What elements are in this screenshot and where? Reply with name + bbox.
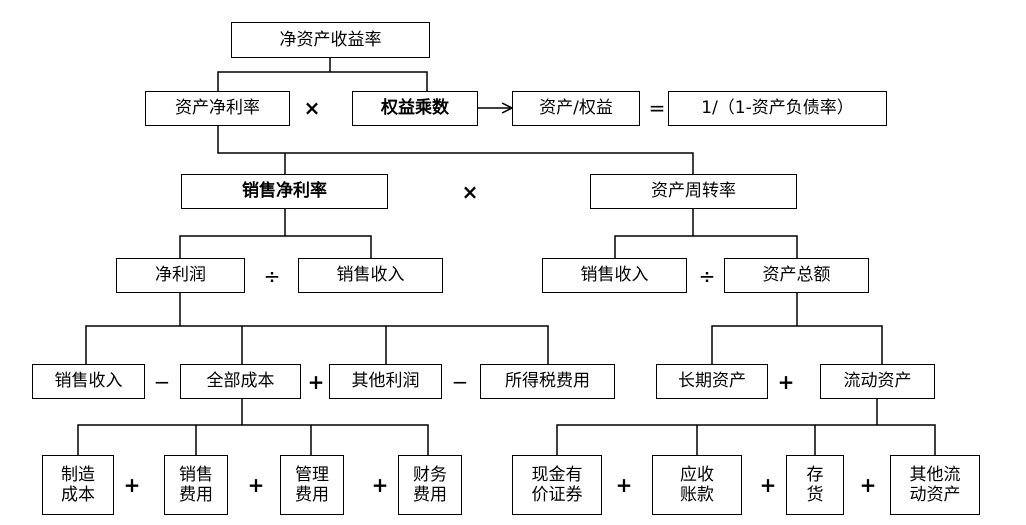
connector-total-assets — [711, 293, 883, 364]
node-net-profit: 净利润 — [116, 258, 245, 293]
connector-net-profit — [85, 293, 549, 364]
connector-current-assets — [556, 399, 936, 455]
node-admin-expense-line2: 费用 — [295, 485, 329, 505]
connector-roa — [217, 126, 694, 174]
node-receivables-line1: 应收 — [680, 464, 714, 485]
node-sales-revenue-a: 销售收入 — [298, 258, 443, 293]
operator-plus-1: + — [307, 370, 325, 394]
operator-plus-6: + — [615, 473, 633, 497]
operator-minus-1: − — [153, 370, 171, 394]
node-assets-over-equity: 资产/权益 — [512, 91, 640, 126]
node-income-tax: 所得税费用 — [480, 364, 615, 399]
operator-divide-2: ÷ — [698, 264, 716, 288]
node-other-current-assets-line1: 其他流 — [909, 464, 961, 485]
node-net-margin: 销售净利率 — [181, 174, 388, 209]
operator-plus-7: + — [759, 473, 777, 497]
operator-equals: = — [648, 96, 666, 120]
operator-plus-8: + — [859, 473, 877, 497]
node-inventory-line2: 货 — [806, 485, 824, 505]
node-current-assets: 流动资产 — [820, 364, 935, 399]
node-cash-securities-line2: 价证券 — [531, 485, 583, 505]
node-roe: 净资产收益率 — [231, 22, 430, 58]
node-total-assets: 资产总额 — [724, 258, 869, 293]
operator-plus-4: + — [247, 473, 265, 497]
node-other-current-assets: 其他流 动资产 — [890, 455, 980, 515]
node-receivables-line2: 账款 — [680, 485, 714, 505]
node-sales-revenue-b: 销售收入 — [542, 258, 687, 293]
node-cash-securities: 现金有 价证券 — [512, 455, 602, 515]
node-selling-expense-line2: 费用 — [179, 485, 213, 505]
node-other-current-assets-line2: 动资产 — [909, 485, 961, 505]
node-selling-expense-line1: 销售 — [179, 464, 213, 485]
operator-minus-2: − — [451, 370, 469, 394]
operator-plus-2: + — [777, 370, 795, 394]
node-long-term-assets: 长期资产 — [656, 364, 768, 399]
connector-net-margin — [179, 209, 372, 258]
operator-divide-1: ÷ — [263, 264, 281, 288]
node-manufacturing-cost-line1: 制造 — [61, 464, 95, 485]
connector-asset-turnover — [614, 209, 798, 258]
node-financial-expense: 财务 费用 — [398, 455, 462, 515]
node-formula: 1/（1-资产负债率） — [668, 91, 887, 126]
node-financial-expense-line2: 费用 — [413, 485, 447, 505]
node-financial-expense-line1: 财务 — [413, 464, 447, 485]
node-admin-expense-line1: 管理 — [295, 464, 329, 485]
node-manufacturing-cost: 制造 成本 — [42, 455, 114, 515]
node-other-profit: 其他利润 — [329, 364, 442, 399]
node-roa: 资产净利率 — [145, 91, 290, 126]
node-receivables: 应收 账款 — [652, 455, 742, 515]
node-admin-expense: 管理 费用 — [280, 455, 344, 515]
node-sales-revenue-c: 销售收入 — [32, 364, 145, 399]
node-equity-multiplier: 权益乘数 — [352, 91, 478, 126]
node-inventory-line1: 存 — [806, 464, 824, 485]
node-asset-turnover: 资产周转率 — [590, 174, 797, 209]
operator-multiply-1: × — [303, 96, 321, 120]
operator-plus-3: + — [123, 473, 141, 497]
node-inventory: 存 货 — [786, 455, 844, 515]
node-cash-securities-line1: 现金有 — [531, 464, 583, 485]
connector-roe — [217, 58, 428, 92]
connector-total-cost — [77, 399, 429, 455]
node-total-cost: 全部成本 — [180, 364, 301, 399]
node-manufacturing-cost-line2: 成本 — [61, 485, 95, 505]
node-selling-expense: 销售 费用 — [164, 455, 228, 515]
operator-plus-5: + — [371, 473, 389, 497]
operator-multiply-2: × — [461, 180, 479, 204]
